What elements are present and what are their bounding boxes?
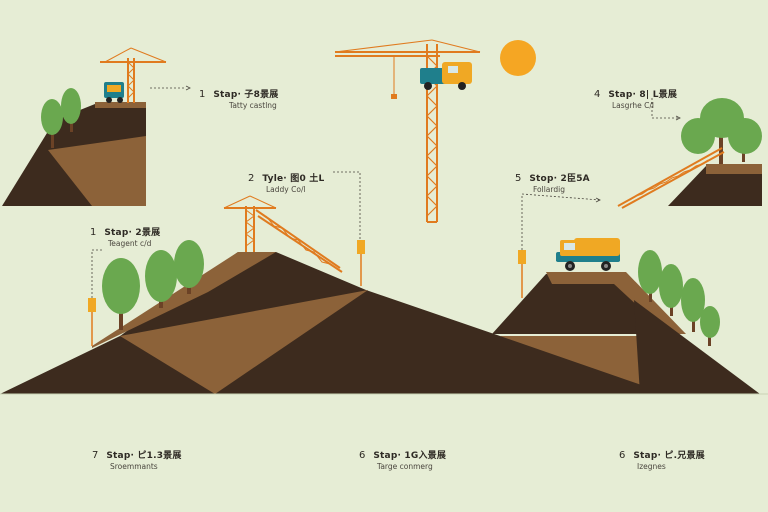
step-subtitle: Targe conmerg	[377, 461, 433, 471]
step-title: Stop· 2臣5A	[529, 174, 590, 184]
step-title: Stap· 子8景展	[213, 90, 279, 100]
step-number: 2	[248, 173, 255, 184]
step-label: 2 Tyle· 图0 土L Laddy Co/l	[248, 167, 324, 194]
step-label: 6 Stap· ピ.兄景展 Izegnes	[619, 444, 705, 471]
step-number: 5	[515, 173, 522, 184]
step-title: Tyle· 图0 土L	[262, 174, 325, 184]
sun-icon	[500, 40, 536, 76]
step-subtitle: Sroemmants	[110, 461, 158, 471]
hook-icon	[391, 94, 397, 99]
tree-icon	[681, 98, 762, 164]
tree-icon	[102, 240, 204, 330]
marker-post-icon	[357, 240, 365, 286]
crane-icon	[617, 147, 725, 209]
step-subtitle: Tatty castlng	[229, 100, 277, 110]
crane-icon	[223, 195, 343, 273]
step-number: 7	[92, 450, 99, 461]
step-subtitle: Lasgrhe C/l	[612, 100, 654, 110]
dump-truck-icon	[104, 82, 124, 103]
step-number: 1	[199, 89, 206, 100]
step-label: 5 Stop· 2臣5A Follardig	[515, 167, 590, 194]
top-left-cliff	[2, 102, 146, 206]
step-number: 4	[594, 89, 601, 100]
step-title: Stap· 8| L景展	[608, 90, 678, 100]
step-title: Stap· ピ.兄景展	[633, 451, 705, 461]
step-label: 6 Stap· 1G入景展 Targe conmerg	[359, 444, 446, 471]
step-number: 6	[359, 450, 366, 461]
right-plateau	[492, 272, 760, 394]
step-label: 1 Stap· 子8景展 Tatty castlng	[199, 83, 279, 110]
step-subtitle: Izegnes	[637, 461, 666, 471]
dump-truck-icon	[420, 62, 472, 90]
top-right-cliff	[668, 164, 762, 206]
step-number: 6	[619, 450, 626, 461]
crane-icon	[100, 47, 167, 103]
dump-truck-icon	[556, 238, 620, 271]
step-title: Stap· 1G入景展	[373, 451, 447, 461]
tree-icon	[41, 88, 81, 148]
marker-post-icon	[88, 298, 96, 346]
step-label: 7 Stap· ピ1.3景展 Sroemmants	[92, 444, 182, 471]
step-subtitle: Laddy Co/l	[266, 184, 306, 194]
marker-post-icon	[518, 250, 526, 298]
step-subtitle: Follardig	[533, 184, 565, 194]
step-subtitle: Teagent c/d	[108, 238, 152, 248]
tree-icon	[638, 250, 720, 346]
step-label: 4 Stap· 8| L景展 Lasgrhe C/l	[594, 83, 677, 110]
step-label: 1 Stap· 2景展 Teagent c/d	[90, 221, 160, 248]
step-title: Stap· 2景展	[104, 228, 161, 238]
step-title: Stap· ピ1.3景展	[106, 451, 182, 461]
step-number: 1	[90, 227, 97, 238]
leader-lines	[91, 85, 681, 298]
